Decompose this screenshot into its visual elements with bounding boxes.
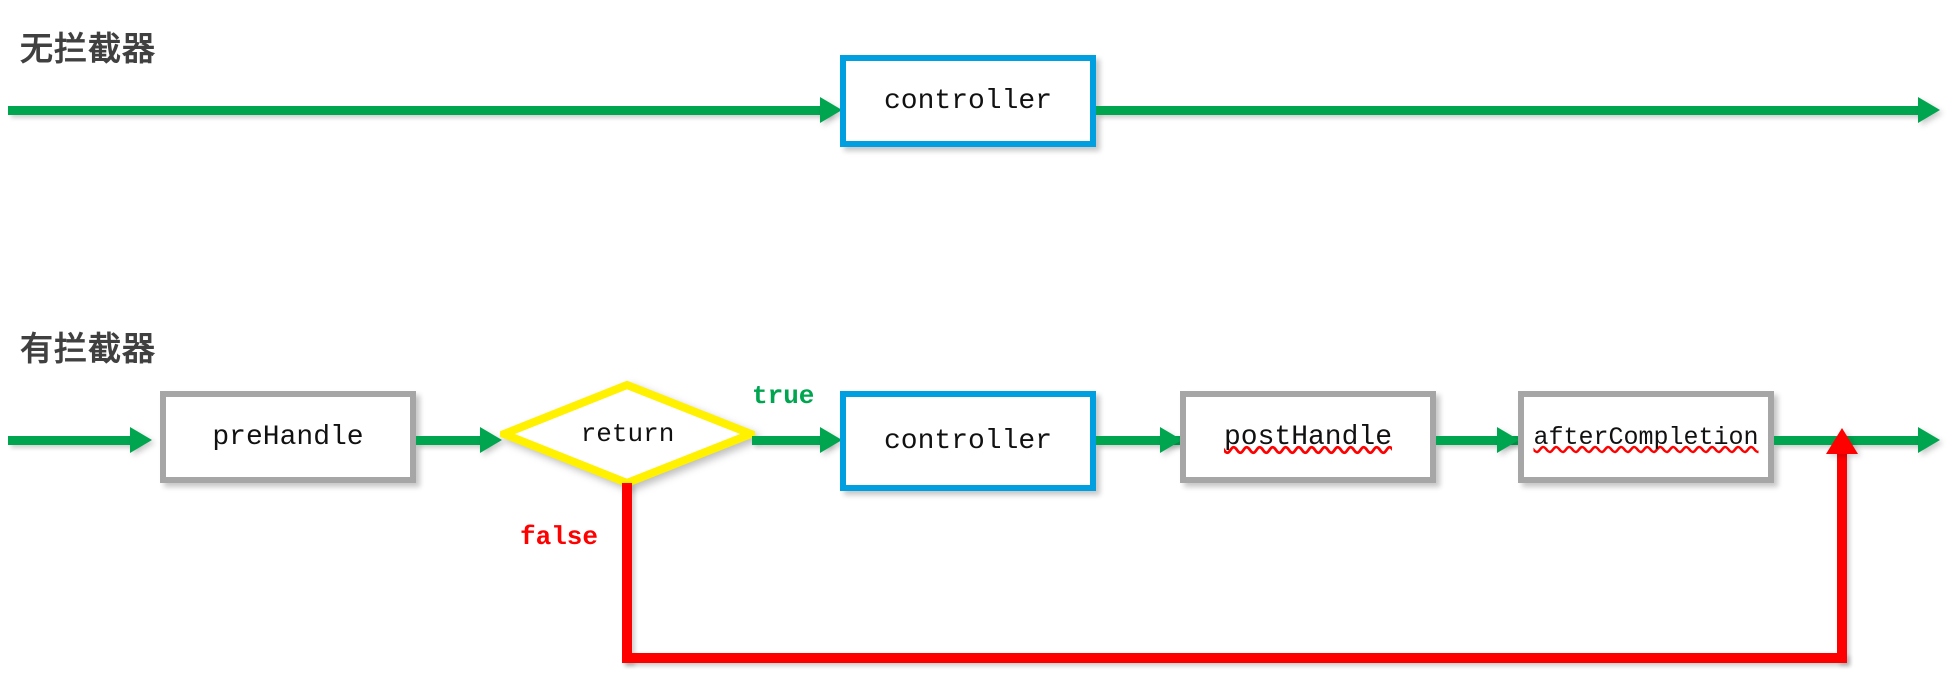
section-title-no-interceptor: 无拦截器 [20,30,156,67]
bottom-flow-arrow-exit [1918,427,1940,453]
line-posthandle-to-aftercompletion [1436,436,1522,445]
node-controller-bottom[interactable]: controller [840,391,1096,491]
line-true-branch [752,436,830,445]
node-pre-handle[interactable]: preHandle [160,391,416,483]
node-post-handle-label: postHandle [1223,421,1393,453]
node-controller-top-label: controller [883,85,1053,117]
false-path-segment-up [1837,452,1847,663]
edge-label-true: true [752,381,815,411]
decision-return-shape [493,380,762,488]
node-after-completion-label: afterCompletion [1533,422,1759,452]
false-path-arrowhead [1826,428,1858,454]
top-flow-arrow-out [1918,97,1940,123]
bottom-flow-line-entry [8,436,136,445]
top-flow-line-out [1096,106,1922,115]
line-controller-to-posthandle [1096,436,1186,445]
false-path-segment-down [622,483,632,663]
node-pre-handle-label: preHandle [212,421,364,453]
top-flow-arrow-in [820,97,842,123]
node-controller-top[interactable]: controller [840,55,1096,147]
bottom-flow-arrow-entry [130,427,152,453]
node-after-completion[interactable]: afterCompletion [1518,391,1774,483]
line-prehandle-to-return [416,436,486,445]
false-path-segment-across [622,653,1847,663]
decision-return[interactable]: return [493,380,762,488]
arrow-posthandle-to-aftercompletion [1497,427,1519,453]
arrow-prehandle-to-return [480,427,502,453]
arrow-true-branch [820,427,842,453]
node-controller-bottom-label: controller [883,425,1053,457]
top-flow-line-in [8,106,830,115]
node-post-handle[interactable]: postHandle [1180,391,1436,483]
section-title-with-interceptor: 有拦截器 [20,330,156,367]
edge-label-false: false [520,522,599,552]
arrow-controller-to-posthandle [1160,427,1182,453]
